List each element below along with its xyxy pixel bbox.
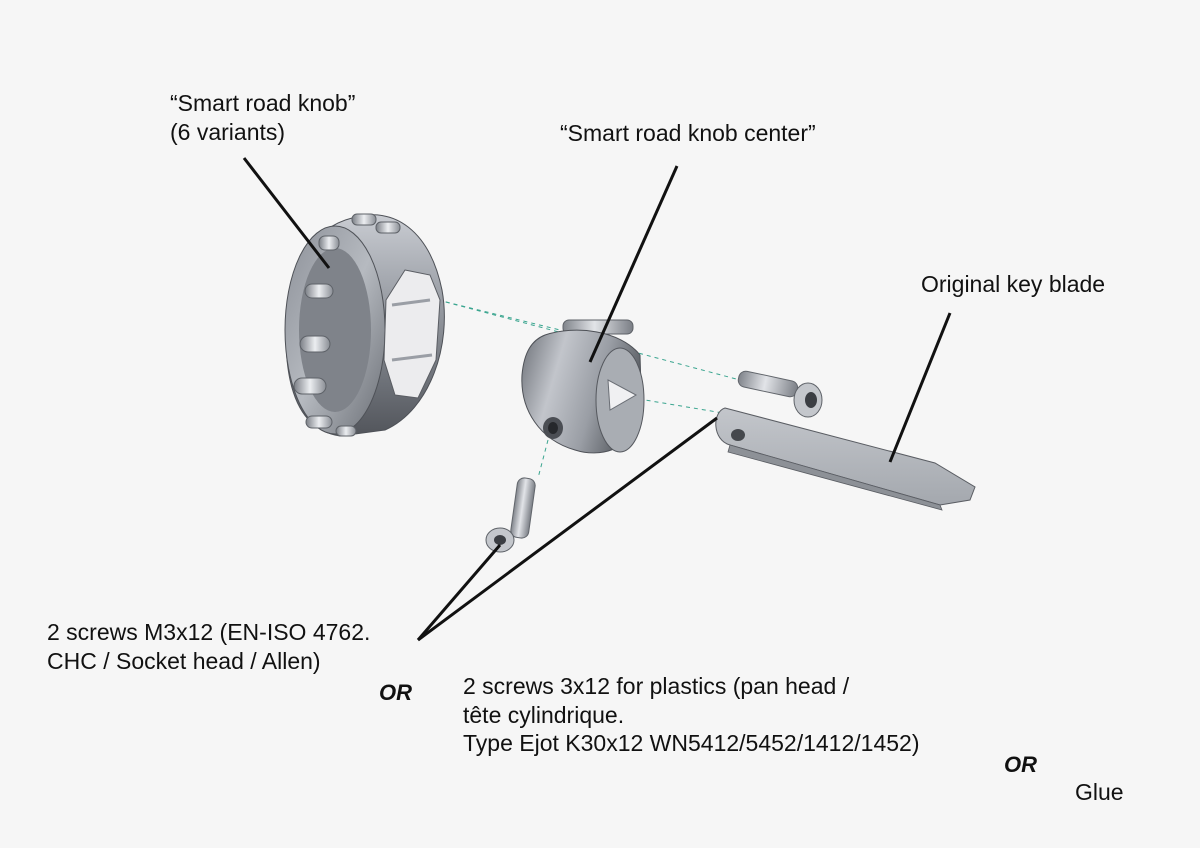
- screws-plastic-label-line1: 2 screws 3x12 for plastics (pan head /: [463, 673, 850, 699]
- glue-label: Glue: [1075, 779, 1124, 805]
- assembly-axis-lines: [437, 299, 741, 479]
- key-blade-label: Original key blade: [921, 271, 1106, 297]
- knob-label-line1: “Smart road knob”: [170, 90, 356, 116]
- screws-plastic-label-line3: Type Ejot K30x12 WN5412/5452/1412/1452): [463, 730, 920, 756]
- or-label-1: OR: [379, 680, 412, 705]
- screws-m3-label-line1: 2 screws M3x12 (EN-ISO 4762.: [47, 619, 371, 645]
- smart-road-knob-part: [284, 213, 445, 437]
- leader-lines: [242, 157, 952, 642]
- screws-plastic-label-line2: tête cylindrique.: [463, 702, 625, 728]
- knob-label-line2: (6 variants): [170, 119, 286, 145]
- vertical-screw-part: [485, 477, 536, 553]
- screws-m3-label-line2: CHC / Socket head / Allen): [47, 648, 321, 674]
- smart-road-knob-center-part: [521, 319, 645, 454]
- original-key-blade-part: [715, 407, 976, 511]
- horizontal-screw-part: [737, 370, 823, 418]
- knob-center-label: “Smart road knob center”: [560, 120, 816, 146]
- or-label-2: OR: [1004, 752, 1037, 777]
